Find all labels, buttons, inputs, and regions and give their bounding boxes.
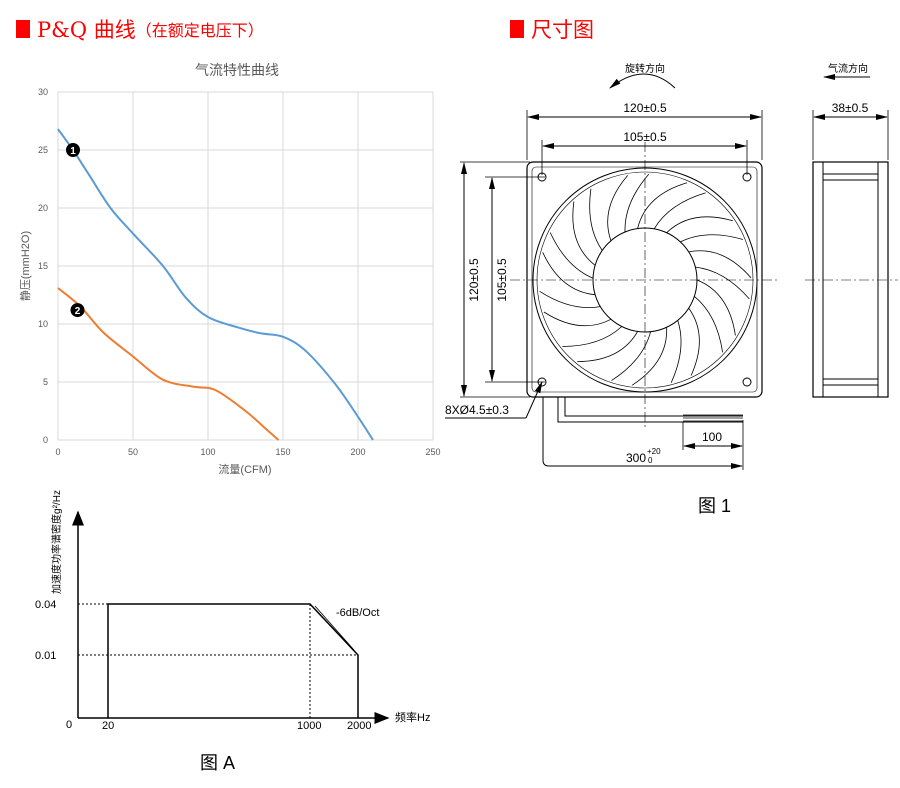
y-tick-label: 10	[38, 319, 48, 329]
series-line-1	[57, 128, 374, 441]
x-tick-20: 20	[102, 720, 114, 732]
x-tick-label: 250	[425, 447, 440, 457]
red-marker-icon	[16, 20, 30, 38]
vibration-chart: 加速度功率谱密度g²/Hz 0.04 0.01 0 20 1000 2000 频…	[35, 490, 430, 773]
figure-a-caption: 图 A	[200, 753, 235, 773]
fan-blade	[572, 188, 603, 266]
x-tick-2000: 2000	[347, 720, 371, 732]
y-tick-label: 0	[43, 435, 48, 445]
chart-title: 气流特性曲线	[195, 62, 279, 78]
lead-tol-upper: +20	[647, 447, 661, 456]
y-tick-label: 5	[43, 377, 48, 387]
pq-chart: 气流特性曲线 0 50 100 150 200 250 0 5 10 15 20 25 30 1 2 流量…	[18, 62, 441, 476]
series-marker-1	[66, 143, 80, 157]
fan-blade	[666, 216, 744, 243]
x-tick-label: 50	[128, 447, 138, 457]
series-marker-label: 2	[75, 306, 81, 317]
lead-length-dim: 300	[626, 451, 646, 465]
fan-blade	[607, 173, 650, 241]
rotation-arrow-icon	[609, 73, 676, 89]
slope-annotation: -6dB/Oct	[336, 607, 379, 619]
psd-x-label: 频率Hz	[395, 710, 430, 724]
figure-1-caption: 图 1	[698, 496, 731, 516]
lead-tol-lower: 0	[648, 456, 653, 465]
x-tick-label: 150	[275, 447, 290, 457]
fan-blade	[670, 307, 700, 383]
fan-blade	[539, 290, 612, 327]
holes-callout: 8XØ4.5±0.3	[445, 403, 509, 417]
width-holes-dim: 105±0.5	[623, 130, 667, 144]
y-tick-label: 25	[38, 145, 48, 155]
pq-subtitle: （在额定电压下）	[135, 21, 264, 40]
y-tick-label: 15	[38, 261, 48, 271]
y-tick-label: 30	[38, 87, 48, 97]
fan-blade	[542, 232, 596, 296]
height-holes-dim: 105±0.5	[495, 258, 509, 302]
psd-profile-line	[107, 603, 359, 718]
x-axis-label: 流量(CFM)	[218, 462, 271, 476]
lead-strip-dim: 100	[702, 430, 722, 444]
dim-section-header: 尺寸图	[510, 14, 594, 44]
x-tick-label: 200	[350, 447, 365, 457]
x-tick-1000: 1000	[297, 720, 321, 732]
series-marker-label: 1	[70, 146, 76, 157]
fan-front-view	[510, 142, 780, 430]
x-tick-label: 100	[200, 447, 215, 457]
y-tick-label: 20	[38, 203, 48, 213]
pq-section-header: P&Q 曲线 （在额定电压下）	[16, 14, 264, 44]
fan-blade	[562, 326, 638, 362]
dimension-drawing: 旋转方向 气流方向 120±0.5 105±0.5 120±0.5 105±0.…	[445, 62, 898, 516]
depth-dim: 38±0.5	[832, 101, 869, 115]
y-tick-0.04: 0.04	[35, 599, 56, 611]
series-line-2	[57, 287, 280, 441]
x-tick-0: 0	[66, 719, 72, 731]
fan-blade	[611, 327, 668, 386]
psd-y-label: 加速度功率谱密度g²/Hz	[50, 490, 63, 594]
y-axis-label: 静压(mmH2O)	[18, 231, 32, 301]
fan-blade	[637, 182, 706, 230]
height-outer-dim: 120±0.5	[467, 258, 481, 302]
series-marker-2	[70, 303, 85, 318]
fan-blade	[694, 279, 736, 353]
fan-side-view: 38±0.5	[805, 101, 898, 398]
x-tick-label: 0	[55, 447, 60, 457]
width-outer-dim: 120±0.5	[623, 101, 667, 115]
dim-title: 尺寸图	[531, 18, 594, 42]
y-tick-0.01: 0.01	[35, 650, 56, 662]
airflow-direction-label: 气流方向	[828, 62, 868, 75]
fan-blade	[688, 250, 752, 300]
rotation-direction-label: 旋转方向	[625, 62, 665, 75]
pq-title: P&Q 曲线	[37, 18, 136, 42]
red-marker-icon	[510, 20, 524, 38]
